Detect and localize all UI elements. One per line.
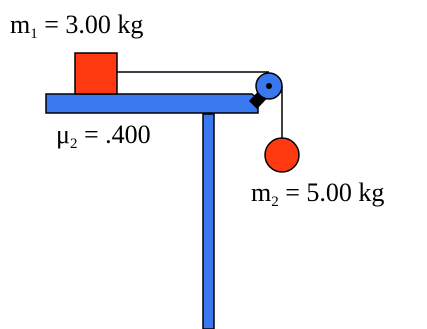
friction-coefficient-label: μ2 = .400 [56,120,151,152]
mu-symbol: μ [56,120,70,149]
m1-symbol: m [10,10,31,39]
m2-value: = 5.00 kg [278,178,385,207]
m2-subscript: 2 [271,194,279,210]
table-leg [202,113,215,329]
pulley-icon [255,72,283,100]
table-top [45,93,259,114]
hanging-mass-m2 [264,137,300,173]
m1-label: m1 = 3.00 kg [10,10,144,42]
block-m1 [74,52,118,95]
m1-value: = 3.00 kg [37,10,144,39]
m2-symbol: m [251,178,272,207]
mu-value: = .400 [77,120,151,149]
m1-subscript: 1 [30,26,38,42]
m2-label: m2 = 5.00 kg [251,178,385,210]
mu-subscript: 2 [69,136,78,152]
